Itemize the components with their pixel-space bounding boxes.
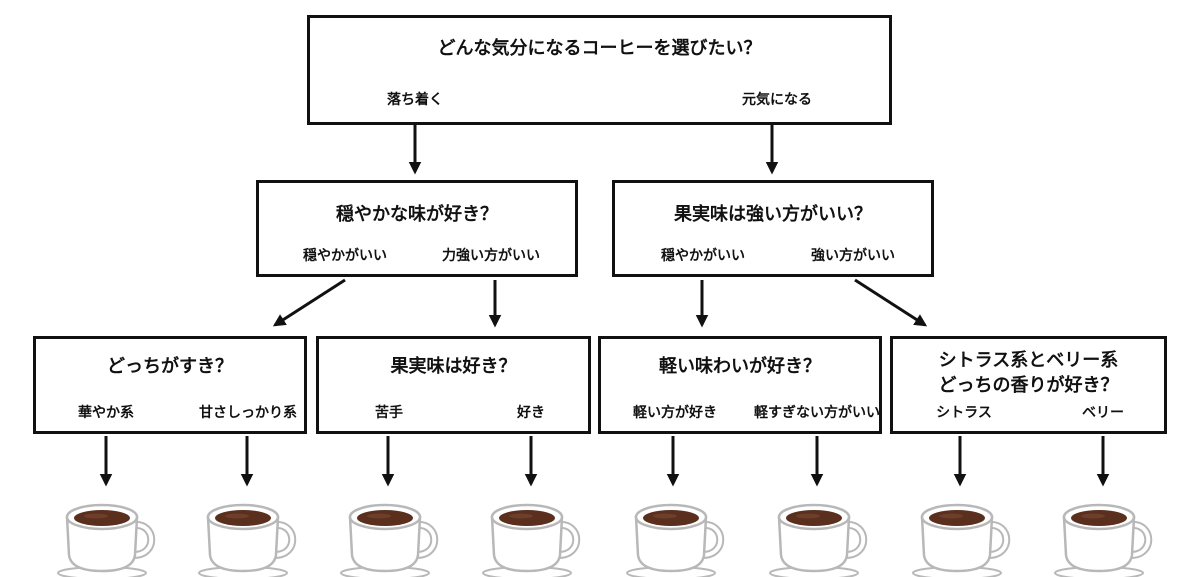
leaf-option-3-left: 軽い方が好き — [633, 405, 717, 421]
leaf-question-4-line2: どっちの香りが好き？ — [938, 375, 1119, 396]
coffee-cup-icon — [1054, 503, 1153, 577]
energy-option-right: 強い方がいい — [811, 248, 895, 264]
root-question-box: どんな気分になるコーヒーを選びたい？ 落ち着く 元気になる — [307, 15, 892, 125]
leaf-option-4-left: シトラス — [936, 405, 992, 421]
calm-option-left: 穏やかがいい — [303, 248, 387, 264]
leaf-question-1: どっちがすき？ — [107, 356, 233, 377]
leaf-question-box-1: どっちがすき？ 華やか系 甘さしっかり系 — [33, 336, 307, 434]
calm-option-right: 力強い方がいい — [442, 248, 540, 264]
leaf-option-1-right: 甘さしっかり系 — [199, 405, 297, 421]
coffee-cup-icon — [482, 503, 581, 577]
arrow-energy-to-leaf4 — [854, 278, 928, 327]
coffee-cup-icon — [340, 503, 439, 577]
root-question: どんな気分になるコーヒーを選びたい？ — [437, 38, 762, 59]
energy-question: 果実味は強い方がいい？ — [674, 204, 872, 225]
leaf-option-2-right: 好き — [517, 405, 545, 421]
energy-option-left: 穏やかがいい — [661, 248, 745, 264]
coffee-cup-icon — [912, 503, 1011, 577]
coffee-cup-icon — [769, 503, 868, 577]
root-option-right: 元気になる — [742, 92, 812, 108]
root-option-left: 落ち着く — [387, 92, 443, 108]
coffee-cup-icon — [626, 503, 725, 577]
leaf-question-box-3: 軽い味わいが好き？ 軽い方が好き 軽すぎない方がいい — [598, 336, 882, 434]
energy-question-box: 果実味は強い方がいい？ 穏やかがいい 強い方がいい — [612, 180, 934, 277]
leaf-option-1-left: 華やか系 — [78, 405, 134, 421]
leaf-option-3-right: 軽すぎない方がいい — [754, 405, 880, 421]
leaf-question-box-4: シトラス系とベリー系 どっちの香りが好き？ シトラス ベリー — [890, 336, 1167, 434]
leaf-question-box-2: 果実味は好き？ 苦手 好き — [316, 336, 591, 434]
leaf-question-4-line1: シトラス系とベリー系 — [938, 350, 1119, 371]
coffee-cup-icon — [198, 503, 297, 577]
calm-question-box: 穏やかな味が好き？ 穏やかがいい 力強い方がいい — [256, 180, 578, 277]
coffee-cup-icon — [57, 503, 156, 577]
leaf-option-4-right: ベリー — [1082, 405, 1124, 421]
leaf-option-2-left: 苦手 — [375, 405, 403, 421]
leaf-question-3: 軽い味わいが好き？ — [659, 356, 821, 377]
calm-question: 穏やかな味が好き？ — [336, 204, 498, 225]
arrow-calm-to-leaf1 — [272, 278, 346, 327]
leaf-question-2: 果実味は好き？ — [390, 356, 517, 377]
